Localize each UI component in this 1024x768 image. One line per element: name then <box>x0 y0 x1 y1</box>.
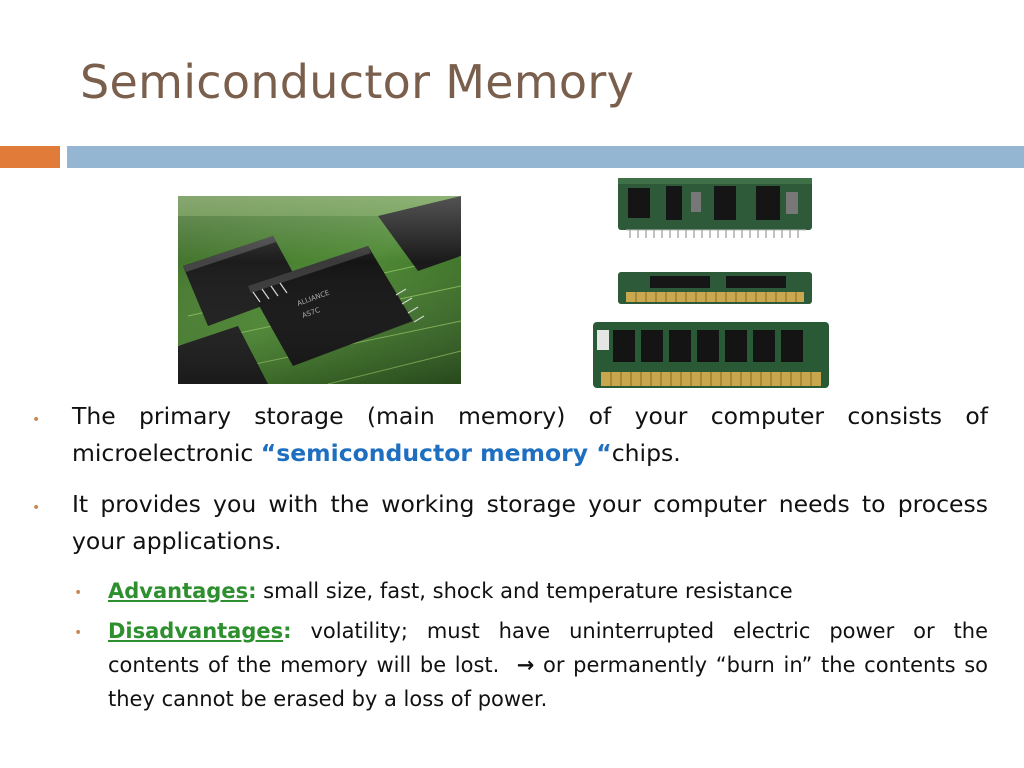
memory-module-middle <box>616 270 814 306</box>
advantages-label: Advantages <box>108 579 249 603</box>
advantages-colon: : <box>248 579 257 603</box>
bullet-dot: • <box>74 585 83 601</box>
bullet-text: The primary storage (main memory) of you… <box>72 402 988 467</box>
bullet-text: It provides you with the working storage… <box>72 490 988 555</box>
disadvantages-text: volatility; must have uninterrupted elec… <box>108 619 995 677</box>
accent-bar-orange <box>0 146 60 168</box>
bullet-dot: • <box>32 412 41 428</box>
sub-bullet-advantages: • Advantages: small size, fast, shock an… <box>30 574 988 608</box>
bullet-dot: • <box>32 500 41 516</box>
disadvantages-label: Disadvantages <box>108 619 284 643</box>
bullet-primary-storage: • The primary storage (main memory) of y… <box>30 398 988 472</box>
accent-bar-blue <box>67 146 1024 168</box>
circuit-board-photo: ALLIANCE AS7C <box>178 196 461 384</box>
advantages-text: small size, fast, shock and temperature … <box>256 579 793 603</box>
bullet-dot: • <box>74 625 83 641</box>
memory-module-bottom <box>591 320 831 390</box>
slide-title: Semiconductor Memory <box>80 55 635 109</box>
disadvantages-colon: : <box>283 619 292 643</box>
sub-bullet-disadvantages: • Disadvantages: volatility; must have u… <box>30 614 988 716</box>
arrow-right-icon: → <box>516 653 535 677</box>
slide-body: • The primary storage (main memory) of y… <box>30 398 988 722</box>
bullet-working-storage: • It provides you with the working stora… <box>30 486 988 560</box>
keyword-semiconductor-memory: “semiconductor memory “ <box>260 439 612 467</box>
disadvantages-text-end: or permanently “burn in” the contents so… <box>108 653 988 711</box>
bullet-text-end: chips. <box>611 439 681 467</box>
memory-module-top <box>616 178 814 240</box>
